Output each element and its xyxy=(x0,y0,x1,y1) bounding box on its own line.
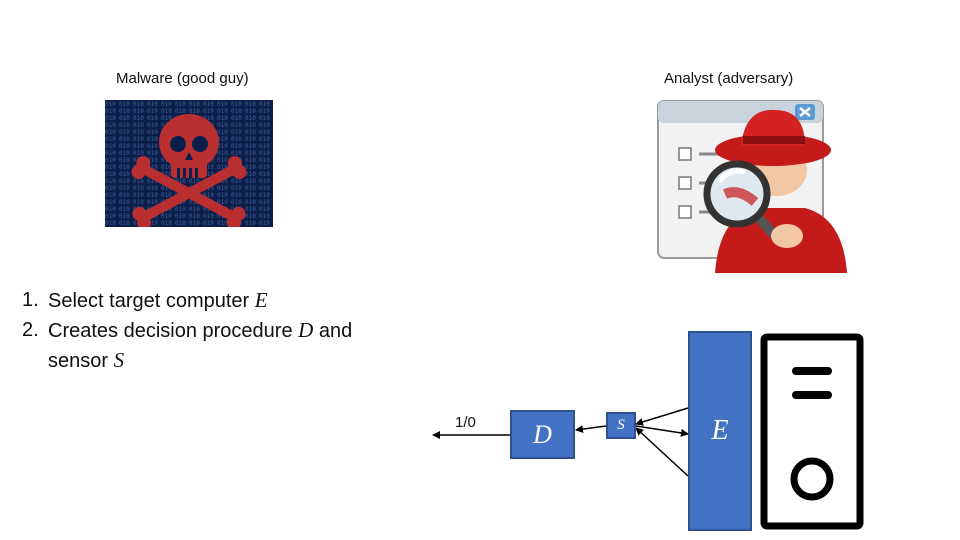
e-to-sensor-arrow-1 xyxy=(635,407,689,426)
sensor-box: S xyxy=(606,412,636,439)
steps-list: 1. Select target computer E 2. Creates d… xyxy=(22,286,352,376)
computer-tower-icon xyxy=(760,333,864,530)
step-2: 2. Creates decision procedure D and xyxy=(22,316,352,346)
skull-image: 010 xyxy=(105,100,273,227)
close-icon xyxy=(799,107,811,117)
decision-procedure-box: D xyxy=(510,410,575,459)
e-label: E xyxy=(711,415,729,446)
step-text: Select target computer xyxy=(48,290,255,312)
malware-caption: Malware (good guy) xyxy=(116,70,249,87)
step-variable: D xyxy=(298,318,314,342)
step-number: 2. xyxy=(22,319,39,341)
s-label: S xyxy=(617,417,625,433)
analyst-image xyxy=(657,100,847,273)
step-2-continued: sensor S xyxy=(22,346,352,376)
analyst-caption: Analyst (adversary) xyxy=(664,70,794,87)
step-variable: E xyxy=(254,288,268,312)
step-number: 1. xyxy=(22,289,39,311)
step-text: sensor xyxy=(48,350,114,372)
sensor-to-d-arrow xyxy=(575,425,607,434)
d-label: D xyxy=(533,419,552,449)
step-variable: S xyxy=(113,348,125,372)
e-to-sensor-arrow-2 xyxy=(635,427,689,477)
target-computer-box: E xyxy=(688,331,752,531)
sensor-to-e-arrow xyxy=(635,425,689,437)
step-1: 1. Select target computer E xyxy=(22,286,352,316)
step-text: Creates decision procedure xyxy=(48,320,299,342)
step-tail: and xyxy=(313,320,353,342)
output-label: 1/0 xyxy=(455,414,476,431)
